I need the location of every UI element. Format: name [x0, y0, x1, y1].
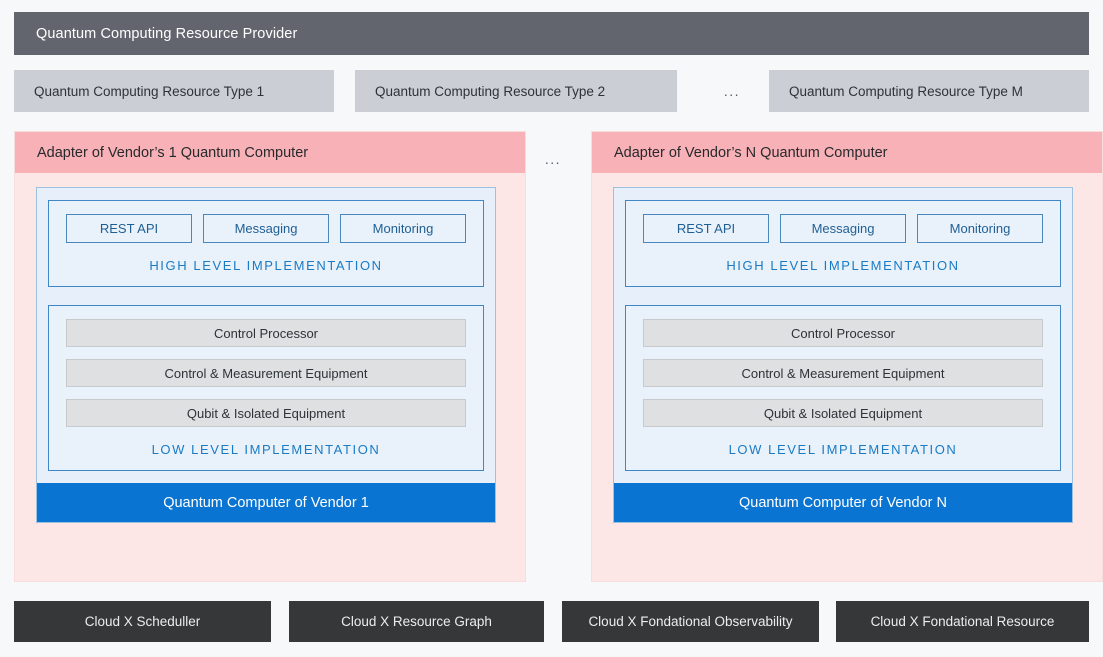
- chip-messaging: Messaging: [780, 214, 906, 243]
- cloud-service-foundational-observability: Cloud X Fondational Observability: [562, 601, 819, 642]
- cloud-service-foundational-resource: Cloud X Fondational Resource: [836, 601, 1089, 642]
- chip-monitoring: Monitoring: [917, 214, 1043, 243]
- cloud-service-label: Cloud X Scheduller: [84, 614, 201, 629]
- adapter-header-label: Adapter of Vendor’s 1 Quantum Computer: [37, 144, 309, 161]
- cloud-service-label: Cloud X Fondational Observability: [588, 614, 793, 629]
- high-level-implementation-block: REST API Messaging Monitoring HIGH LEVEL…: [625, 200, 1061, 287]
- resource-type-box-2: Quantum Computing Resource Type 2: [355, 70, 677, 112]
- low-level-implementation-block: Control Processor Control & Measurement …: [625, 305, 1061, 471]
- low-level-implementation-caption: LOW LEVEL IMPLEMENTATION: [728, 442, 958, 457]
- hardware-box-control-processor: Control Processor: [643, 319, 1043, 347]
- adapter-column-1: Adapter of Vendor’s 1 Quantum Computer R…: [14, 131, 526, 582]
- adapter-header: Adapter of Vendor’s N Quantum Computer: [592, 132, 1102, 173]
- vendor-quantum-computer-label: Quantum Computer of Vendor N: [739, 494, 947, 511]
- resource-type-box-1: Quantum Computing Resource Type 1: [14, 70, 334, 112]
- high-level-implementation-block: REST API Messaging Monitoring HIGH LEVEL…: [48, 200, 484, 287]
- low-level-implementation-caption: LOW LEVEL IMPLEMENTATION: [151, 442, 381, 457]
- vendor-quantum-computer-bar: Quantum Computer of Vendor 1: [37, 483, 495, 522]
- chip-monitoring: Monitoring: [340, 214, 466, 243]
- resource-type-box-m: Quantum Computing Resource Type M: [769, 70, 1089, 112]
- high-level-chip-row: REST API Messaging Monitoring: [66, 214, 466, 243]
- cloud-service-label: Cloud X Fondational Resource: [870, 614, 1055, 629]
- chip-messaging: Messaging: [203, 214, 329, 243]
- hardware-box-qubit-isolated-equipment: Qubit & Isolated Equipment: [66, 399, 466, 427]
- adapter-header: Adapter of Vendor’s 1 Quantum Computer: [15, 132, 525, 173]
- high-level-implementation-caption: HIGH LEVEL IMPLEMENTATION: [726, 258, 960, 273]
- adapters-ellipsis: ...: [544, 151, 562, 167]
- low-level-implementation-block: Control Processor Control & Measurement …: [48, 305, 484, 471]
- chip-rest-api: REST API: [66, 214, 192, 243]
- vendor-quantum-computer-label: Quantum Computer of Vendor 1: [163, 494, 369, 511]
- resource-type-label: Quantum Computing Resource Type 1: [34, 83, 265, 99]
- adapter-column-n: Adapter of Vendor’s N Quantum Computer R…: [591, 131, 1103, 582]
- vendor-quantum-computer-bar: Quantum Computer of Vendor N: [614, 483, 1072, 522]
- cloud-service-scheduler: Cloud X Scheduller: [14, 601, 271, 642]
- hardware-box-control-processor: Control Processor: [66, 319, 466, 347]
- provider-bar-label: Quantum Computing Resource Provider: [36, 25, 298, 42]
- cloud-service-resource-graph: Cloud X Resource Graph: [289, 601, 544, 642]
- resource-types-ellipsis: ...: [723, 83, 741, 99]
- quantum-computer-panel: REST API Messaging Monitoring HIGH LEVEL…: [36, 187, 496, 523]
- hardware-box-qubit-isolated-equipment: Qubit & Isolated Equipment: [643, 399, 1043, 427]
- adapter-header-label: Adapter of Vendor’s N Quantum Computer: [614, 144, 888, 161]
- cloud-service-label: Cloud X Resource Graph: [341, 614, 492, 629]
- hardware-box-control-measurement-equipment: Control & Measurement Equipment: [643, 359, 1043, 387]
- quantum-computer-panel: REST API Messaging Monitoring HIGH LEVEL…: [613, 187, 1073, 523]
- chip-rest-api: REST API: [643, 214, 769, 243]
- provider-bar: Quantum Computing Resource Provider: [14, 12, 1089, 55]
- hardware-box-control-measurement-equipment: Control & Measurement Equipment: [66, 359, 466, 387]
- resource-type-label: Quantum Computing Resource Type 2: [375, 83, 606, 99]
- resource-type-label: Quantum Computing Resource Type M: [789, 83, 1023, 99]
- high-level-implementation-caption: HIGH LEVEL IMPLEMENTATION: [149, 258, 383, 273]
- high-level-chip-row: REST API Messaging Monitoring: [643, 214, 1043, 243]
